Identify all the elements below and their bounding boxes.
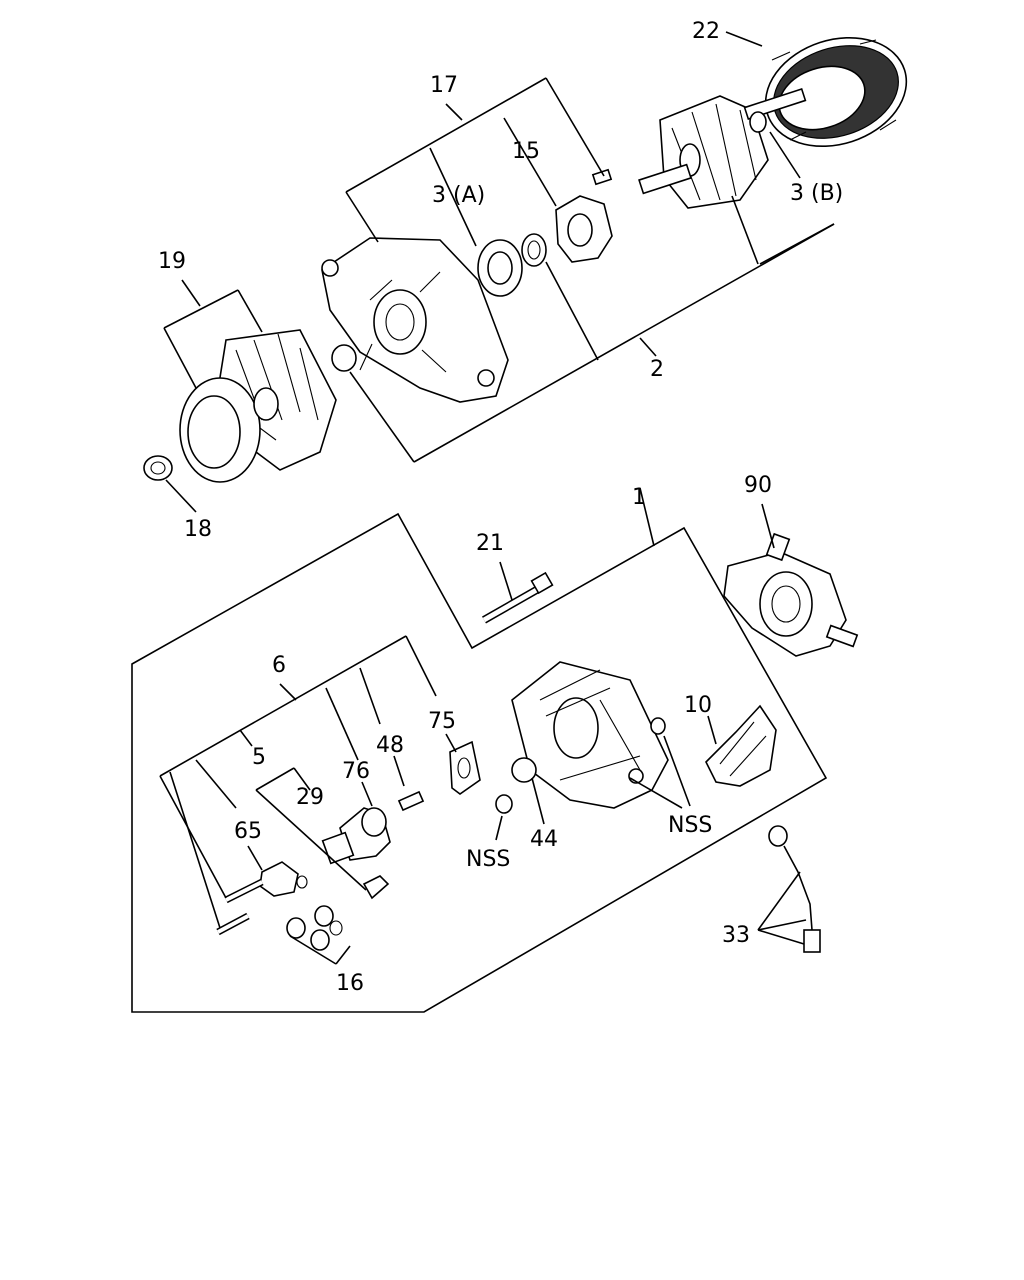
label-75: 75 [428, 709, 456, 734]
label-18: 18 [184, 517, 212, 542]
label-1: 1 [632, 485, 646, 510]
label-5: 5 [252, 745, 266, 770]
washer-nss-left[interactable] [495, 794, 513, 841]
label-21: 21 [476, 531, 504, 556]
label-nss-left: NSS [466, 847, 510, 872]
bushing-part-44[interactable] [511, 757, 545, 825]
rectifier-part-10[interactable] [705, 704, 777, 787]
assembly-outline-part-1 [131, 512, 828, 1013]
harness-part-33[interactable] [757, 825, 821, 953]
label-15: 15 [512, 139, 540, 164]
label-90: 90 [744, 473, 772, 498]
screws[interactable] [216, 878, 264, 936]
label-65: 65 [234, 819, 262, 844]
label-44: 44 [530, 827, 558, 852]
rotor-part-3b[interactable] [638, 88, 807, 209]
label-2: 2 [650, 357, 664, 382]
label-76: 76 [342, 759, 370, 784]
vacuum-pump-part-90[interactable] [723, 503, 859, 657]
label-6: 6 [272, 653, 286, 678]
gasket-part-75[interactable] [445, 733, 481, 795]
label-10: 10 [684, 693, 712, 718]
bolts-part-16[interactable] [286, 905, 351, 965]
label-22: 22 [692, 19, 720, 44]
stator-part-22[interactable] [751, 20, 920, 163]
brush-part-29[interactable] [321, 831, 390, 900]
lower-callout-lines [159, 635, 437, 929]
label-19: 19 [158, 249, 186, 274]
brush-holder-part-76[interactable] [339, 781, 391, 861]
label-29: 29 [296, 785, 324, 810]
label-3a: 3 (A) [432, 183, 485, 208]
label-nss-right: NSS [668, 813, 712, 838]
part-number-labels: 22 17 15 3 (A) 3 (B) 19 2 18 1 90 21 6 1… [158, 19, 843, 996]
upper-callout-lines [163, 31, 835, 513]
rear-housing[interactable] [511, 661, 669, 809]
bearing-part-3a[interactable] [477, 233, 547, 297]
spring-part-48[interactable] [393, 755, 425, 812]
label-16: 16 [336, 971, 364, 996]
label-33: 33 [722, 923, 750, 948]
label-3b: 3 (B) [790, 181, 843, 206]
regulator-part-65[interactable] [259, 861, 308, 897]
label-17: 17 [430, 73, 458, 98]
nut-nss-right[interactable] [629, 717, 691, 809]
label-48: 48 [376, 733, 404, 758]
front-seal[interactable] [331, 344, 357, 372]
fan-pulley-part-19[interactable] [179, 329, 337, 483]
nut-part-18[interactable] [143, 455, 173, 481]
front-housing[interactable] [321, 237, 509, 403]
through-bolt-part-21[interactable] [482, 561, 554, 624]
bearing-plate-part-15[interactable] [555, 168, 613, 263]
